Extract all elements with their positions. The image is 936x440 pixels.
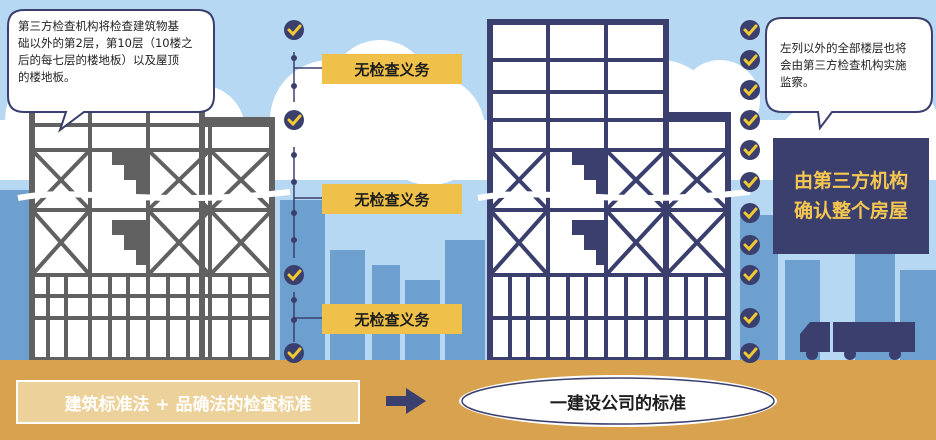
left-bubble-line: 的楼地板。 bbox=[18, 70, 76, 84]
right-bubble-text: 左列以外的全部楼层也将 会由第三方检查机构实施 监察。 bbox=[780, 40, 930, 91]
left-bubble-line: 第三方检查机构将检查建筑物基 bbox=[18, 19, 179, 33]
check-circle-icon bbox=[740, 80, 760, 100]
right-bubble-line: 左列以外的全部楼层也将 bbox=[780, 41, 907, 55]
no-obligation-tag-middle: 无检查义务 bbox=[322, 184, 462, 214]
check-circle-icon bbox=[740, 20, 760, 40]
truck-icon bbox=[800, 322, 915, 360]
check-circle-icon bbox=[284, 110, 304, 130]
check-circle-icon bbox=[740, 172, 760, 192]
arrow-right-icon bbox=[386, 388, 426, 414]
third-party-inspection-box: 由第三方机构 确认整个房屋 bbox=[773, 138, 929, 254]
left-bubble-line: 础以外的第2层，第10层（10楼之 bbox=[18, 36, 193, 50]
bracket-dots bbox=[291, 55, 297, 323]
left-check-column bbox=[284, 20, 304, 363]
check-circle-icon bbox=[284, 343, 304, 363]
no-obligation-tag-bottom: 无检查义务 bbox=[322, 304, 462, 334]
check-circle-icon bbox=[284, 265, 304, 285]
company-standard-label: 一建设公司的标准 bbox=[550, 393, 686, 414]
right-bubble-line: 会由第三方检查机构实施 bbox=[780, 58, 907, 72]
right-building bbox=[487, 19, 731, 363]
check-circle-icon bbox=[740, 343, 760, 363]
third-party-line: 由第三方机构 bbox=[793, 170, 908, 192]
legal-standard-label: 建筑标准法 + 品确法的检查标准 bbox=[16, 380, 360, 424]
left-speech-bubble bbox=[7, 9, 215, 133]
right-speech-bubble bbox=[765, 17, 933, 131]
stairs-right bbox=[560, 150, 608, 265]
third-party-line: 确认整个房屋 bbox=[793, 200, 908, 222]
check-circle-icon bbox=[740, 203, 760, 223]
no-obligation-tag-top: 无检查义务 bbox=[322, 54, 462, 84]
left-bubble-text: 第三方检查机构将检查建筑物基 础以外的第2层，第10层（10楼之 后的每七层的楼… bbox=[18, 18, 210, 86]
check-circle-icon bbox=[740, 265, 760, 285]
company-standard-ellipse-outline bbox=[461, 377, 775, 425]
check-circle-icon bbox=[740, 308, 760, 328]
check-circle-icon bbox=[740, 140, 760, 160]
stairs-left bbox=[100, 150, 148, 265]
check-circle-icon bbox=[740, 110, 760, 130]
right-check-column bbox=[740, 20, 760, 363]
company-standard-ellipse bbox=[457, 373, 779, 429]
check-circle-icon bbox=[284, 20, 304, 40]
left-bubble-line: 后的每七层的楼地板）以及屋顶 bbox=[18, 53, 179, 67]
check-circle-icon bbox=[740, 235, 760, 255]
check-circle-icon bbox=[740, 50, 760, 70]
break-lines bbox=[17, 189, 751, 202]
right-bubble-line: 监察。 bbox=[780, 75, 815, 89]
